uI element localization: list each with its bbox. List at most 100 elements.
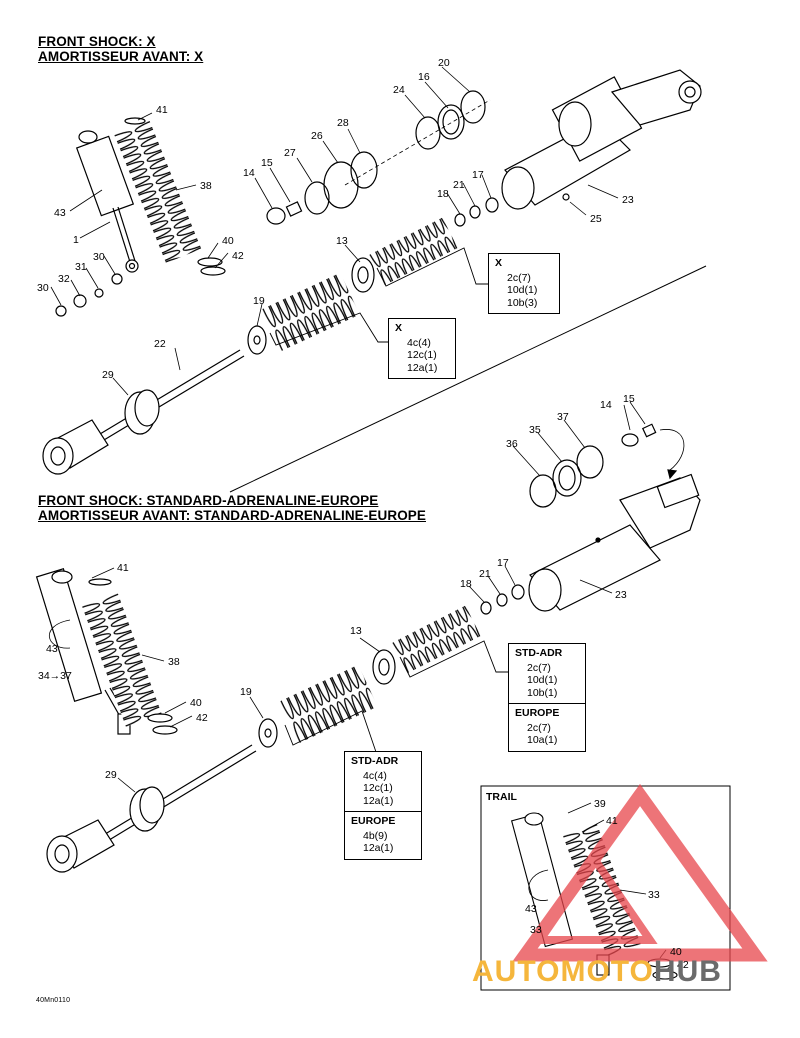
callout: 34→37	[38, 670, 72, 682]
callout: 15	[261, 157, 273, 169]
x-shock-assembly	[42, 69, 702, 475]
callout: 33	[648, 889, 660, 901]
legend-row: 4b(9)	[363, 829, 388, 842]
callout: 38	[168, 656, 180, 668]
callout: 41	[156, 104, 168, 116]
callout: 22	[154, 338, 166, 350]
callout: 14	[600, 399, 612, 411]
callout: 40	[222, 235, 234, 247]
legend-row: 10d(1)	[527, 674, 558, 686]
callout: 29	[102, 369, 114, 381]
legend-row: 10b(1)	[527, 686, 558, 699]
legend-row: 12a(1)	[363, 794, 394, 807]
callout: 17	[497, 557, 509, 569]
legend-heading: EUROPE	[515, 707, 560, 719]
callout: 24	[393, 84, 405, 96]
callout: 15	[623, 393, 635, 405]
callout: 13	[350, 625, 362, 637]
callout: 33	[530, 924, 542, 936]
leader-lines	[50, 66, 673, 972]
watermark-text: AUTOMOTOHUB	[472, 955, 722, 989]
callout: 32	[58, 273, 70, 285]
title-x-french: AMORTISSEUR AVANT: X	[38, 49, 204, 64]
legend-row: 2c(7)	[527, 721, 551, 734]
callout: 27	[284, 147, 296, 159]
legend-row: 2c(7)	[507, 271, 531, 284]
callout: 23	[615, 589, 627, 601]
callout: 31	[75, 261, 87, 273]
title-std-english: FRONT SHOCK: STANDARD-ADRENALINE-EUROPE	[38, 493, 379, 508]
callout: 42	[677, 959, 689, 971]
x-spring-38	[114, 120, 202, 264]
callout: 16	[418, 71, 430, 83]
std-shock-assembly	[35, 423, 701, 873]
legend-row: 4c(4)	[363, 769, 387, 782]
callout: 30	[93, 251, 105, 263]
callout: 42	[196, 712, 208, 724]
callout: 13	[336, 235, 348, 247]
callout: 23	[622, 194, 634, 206]
callout-labels-std: 14 15 37 35 36 41 43 34→37 38 40 42 17 2…	[38, 393, 635, 781]
callout: 41	[606, 815, 618, 827]
legend-std-small-spring: STD-ADR 2c(7) 10d(1) 10b(1) EUROPE 2c(7)…	[508, 643, 586, 752]
watermark-part2: HUB	[653, 955, 722, 988]
title-std-french: AMORTISSEUR AVANT: STANDARD-ADRENALINE-E…	[38, 508, 426, 523]
callout: 41	[117, 562, 129, 574]
callout: 28	[337, 117, 349, 129]
callout: 30	[37, 282, 49, 294]
legend-heading: X	[495, 257, 503, 269]
x-shock-body-23	[501, 69, 702, 210]
callout: 18	[460, 578, 472, 590]
callout: 40	[190, 697, 202, 709]
callout: 37	[557, 411, 569, 423]
callout: 43	[54, 207, 66, 219]
callout: 40	[670, 946, 682, 958]
legend-row: 10a(1)	[527, 734, 558, 746]
callout: 25	[590, 213, 602, 225]
callout: 19	[253, 295, 265, 307]
legend-x-large-spring: X 4c(4) 12c(1) 12a(1)	[388, 318, 456, 379]
legend-row: 12c(1)	[407, 349, 437, 361]
callout: 21	[453, 179, 465, 191]
callout-labels-x: 41 20 16 24 28 26 27 15 14 38 43 1 40 42…	[37, 57, 634, 381]
legend-heading: X	[395, 322, 403, 334]
x-small-shock	[75, 130, 139, 273]
figure-code: 40Mn0110	[36, 997, 71, 1004]
callout: 26	[311, 130, 323, 142]
callout: 1	[73, 234, 79, 246]
legend-heading: STD-ADR	[351, 755, 399, 767]
legend-row: 12a(1)	[407, 361, 438, 374]
legend-heading: STD-ADR	[515, 647, 563, 659]
section-divider	[229, 265, 707, 493]
callout-labels-trail: 39 41 33 43 33 40 42	[525, 798, 689, 971]
legend-row: 12c(1)	[363, 782, 393, 794]
legend-heading: EUROPE	[351, 815, 396, 827]
title-x-english: FRONT SHOCK: X	[38, 34, 156, 49]
callout: 42	[232, 250, 244, 262]
trail-inset-label: TRAIL	[486, 791, 517, 803]
callout: 29	[105, 769, 117, 781]
legend-row: 10d(1)	[507, 284, 538, 296]
callout: 19	[240, 686, 252, 698]
legend-row: 12a(1)	[363, 842, 394, 854]
legend-row: 2c(7)	[527, 661, 551, 674]
legend-std-large-spring: STD-ADR 4c(4) 12c(1) 12a(1) EUROPE 4b(9)…	[344, 751, 422, 860]
callout: 36	[506, 438, 518, 450]
callout: 18	[437, 188, 449, 200]
legend-x-small-spring: X 2c(7) 10d(1) 10b(3)	[488, 253, 560, 314]
legend-row: 4c(4)	[407, 336, 431, 349]
legend-row: 10b(3)	[507, 296, 538, 309]
callout: 20	[438, 57, 450, 69]
callout: 21	[479, 568, 491, 580]
callout: 17	[472, 169, 484, 181]
trail-inset-frame	[480, 785, 731, 991]
callout: 43	[525, 903, 537, 915]
callout: 39	[594, 798, 606, 810]
callout: 38	[200, 180, 212, 192]
callout: 14	[243, 167, 255, 179]
watermark-part1: AUTOMOTO	[472, 955, 654, 988]
watermark-logo-icon	[512, 783, 768, 962]
callout: 35	[529, 424, 541, 436]
callout: 43	[46, 643, 58, 655]
